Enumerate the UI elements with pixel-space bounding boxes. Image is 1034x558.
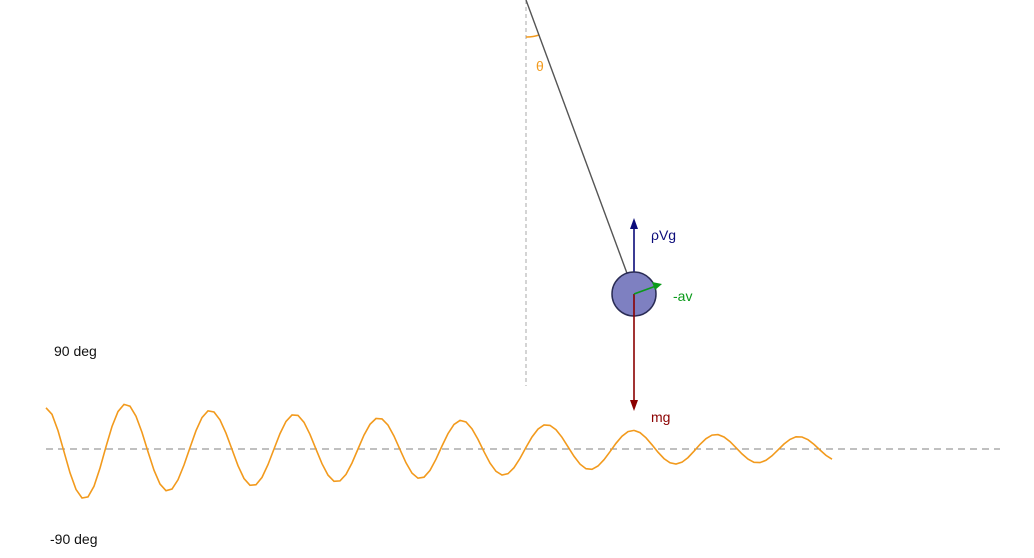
pendulum-rod bbox=[525, 0, 629, 277]
buoyancy-label: ρVg bbox=[651, 227, 676, 243]
angle-label: θ bbox=[536, 58, 544, 74]
buoyancy-arrow-head bbox=[630, 218, 638, 229]
angle-trace-line bbox=[45, 403, 833, 499]
gravity-arrow-head bbox=[630, 400, 638, 411]
angle-arc bbox=[525, 34, 540, 38]
drag-arrow bbox=[633, 285, 657, 295]
drag-arrow-head bbox=[652, 282, 662, 290]
gravity-label: mg bbox=[651, 409, 670, 425]
y-axis-max-label: 90 deg bbox=[54, 343, 97, 359]
y-axis-min-label: -90 deg bbox=[50, 531, 97, 547]
drag-label: -av bbox=[673, 288, 692, 304]
